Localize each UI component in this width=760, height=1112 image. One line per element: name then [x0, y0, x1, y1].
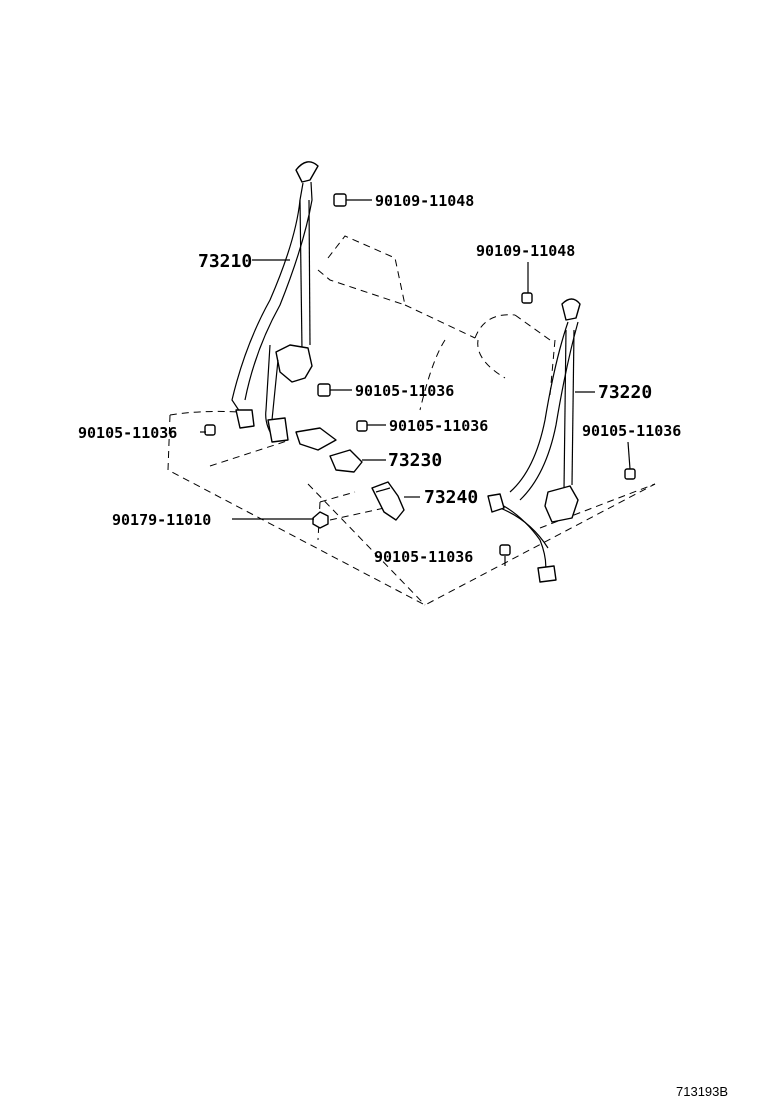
label-73210: 73210: [198, 251, 252, 272]
label-90109-11048-right: 90109-11048: [476, 242, 575, 260]
belt-assembly-73220: [487, 298, 581, 583]
label-90105-11036-bottom: 90105-11036: [374, 548, 473, 566]
seat-outline: [167, 235, 656, 606]
label-90105-11036-retractor: 90105-11036: [355, 382, 454, 400]
label-90105-11036-left-floor: 90105-11036: [78, 424, 177, 442]
belt-assembly-73210: [231, 161, 363, 473]
label-73240: 73240: [424, 487, 478, 508]
label-73230: 73230: [388, 450, 442, 471]
leader-lines: [200, 199, 631, 566]
diagram-reference-code: 713193B: [676, 1084, 728, 1099]
label-90105-11036-right-floor: 90105-11036: [582, 422, 681, 440]
label-90105-11036-center: 90105-11036: [389, 417, 488, 435]
label-90109-11048-left: 90109-11048: [375, 192, 474, 210]
buckle-73240: [371, 481, 405, 521]
label-90179-11010: 90179-11010: [112, 511, 211, 529]
label-73220: 73220: [598, 382, 652, 403]
